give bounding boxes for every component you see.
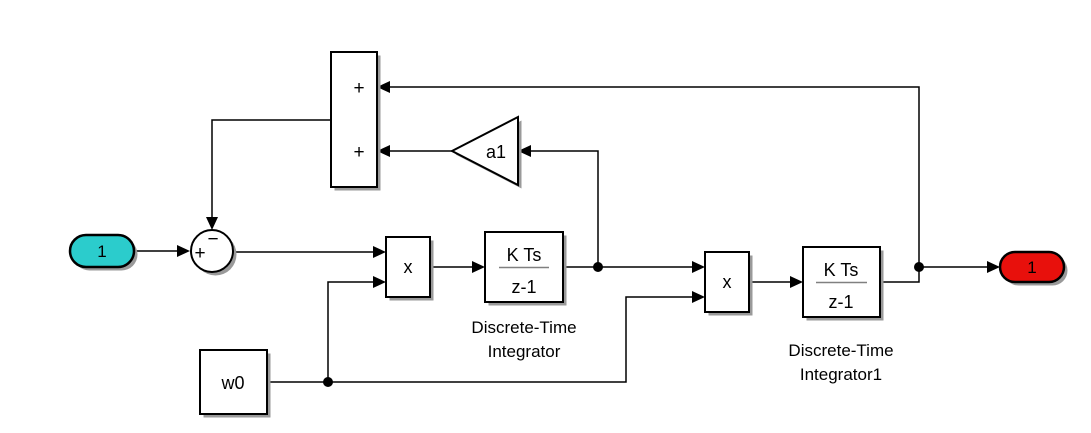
w0-label: w0 xyxy=(220,373,244,393)
product2-shape[interactable] xyxy=(704,251,750,313)
sum-rect-plus-bottom: + xyxy=(353,142,364,163)
gain-label: a1 xyxy=(486,142,506,162)
product1-label: x xyxy=(404,257,413,277)
w0-shape[interactable] xyxy=(199,349,268,415)
arrowhead-into-integrator1 xyxy=(472,261,485,273)
sum-rect-shape[interactable] xyxy=(330,51,378,188)
wire-branch-to-gain[interactable] xyxy=(530,150,599,267)
integrator2-numerator: K Ts xyxy=(824,260,859,280)
arrowhead-into-sumrect-in2 xyxy=(377,145,390,157)
wires xyxy=(134,81,1000,387)
wire-integrator2-to-outport[interactable] xyxy=(880,266,988,283)
block-gain[interactable]: a1 xyxy=(449,115,522,189)
product2-label: x xyxy=(723,272,732,292)
arrowhead-into-sumrect-in1 xyxy=(377,81,390,93)
integrator1-name-line2[interactable]: Integrator xyxy=(488,342,561,361)
outport-label: 1 xyxy=(1027,258,1036,277)
inport-shape[interactable] xyxy=(68,233,136,269)
arrowhead-into-sum-top xyxy=(206,217,218,230)
sum-circle-minus-sign: − xyxy=(207,229,218,250)
arrowhead-into-product2-in1 xyxy=(692,261,705,273)
arrowhead-into-product1-in1 xyxy=(373,246,386,258)
junction-dot-integrator1 xyxy=(593,262,603,272)
sum-circle-shape[interactable] xyxy=(190,229,234,273)
block-product2[interactable]: x xyxy=(704,251,753,316)
integrator1-name[interactable]: Discrete-Time Integrator xyxy=(471,318,576,361)
wire-w0-to-product2[interactable] xyxy=(267,296,693,383)
junction-dot-w0 xyxy=(323,377,333,387)
junction-dot-output xyxy=(914,262,924,272)
wire-w0-branch-to-product1[interactable] xyxy=(327,281,374,382)
sum-rect-plus-top: + xyxy=(353,78,364,99)
outport-shape[interactable] xyxy=(998,250,1066,284)
block-outport[interactable]: 1 xyxy=(998,250,1068,286)
arrowhead-into-sum-left xyxy=(177,245,190,257)
block-inport[interactable]: 1 xyxy=(68,233,138,271)
integrator2-name[interactable]: Discrete-Time Integrator1 xyxy=(788,341,893,384)
wire-sumrect-to-sumcircle[interactable] xyxy=(211,119,331,219)
inport-label: 1 xyxy=(97,242,106,261)
integrator2-name-line1[interactable]: Discrete-Time xyxy=(788,341,893,360)
integrator2-name-line2[interactable]: Integrator1 xyxy=(800,365,882,384)
wire-feedback-to-sumrect[interactable] xyxy=(389,86,920,267)
arrowhead-into-product2-in2 xyxy=(692,291,705,303)
block-integrator2[interactable]: K Ts z-1 xyxy=(802,246,884,321)
arrowhead-into-outport xyxy=(987,261,1000,273)
integrator1-name-line1[interactable]: Discrete-Time xyxy=(471,318,576,337)
integrator1-numerator: K Ts xyxy=(507,245,542,265)
arrowhead-into-product1-in2 xyxy=(373,276,386,288)
block-integrator1[interactable]: K Ts z-1 xyxy=(484,231,567,306)
product1-shape[interactable] xyxy=(385,236,431,298)
block-sum-circle[interactable]: + − xyxy=(190,229,237,276)
integrator1-denominator: z-1 xyxy=(511,277,536,297)
arrowhead-into-gain xyxy=(518,145,531,157)
block-w0[interactable]: w0 xyxy=(199,349,271,418)
block-sum-rect[interactable]: + + xyxy=(330,51,381,191)
sum-circle-plus-sign: + xyxy=(194,243,205,264)
block-product1[interactable]: x xyxy=(385,236,434,301)
gain-shape[interactable] xyxy=(449,115,519,187)
integrator2-denominator: z-1 xyxy=(828,292,853,312)
arrowhead-into-integrator2 xyxy=(790,276,803,288)
